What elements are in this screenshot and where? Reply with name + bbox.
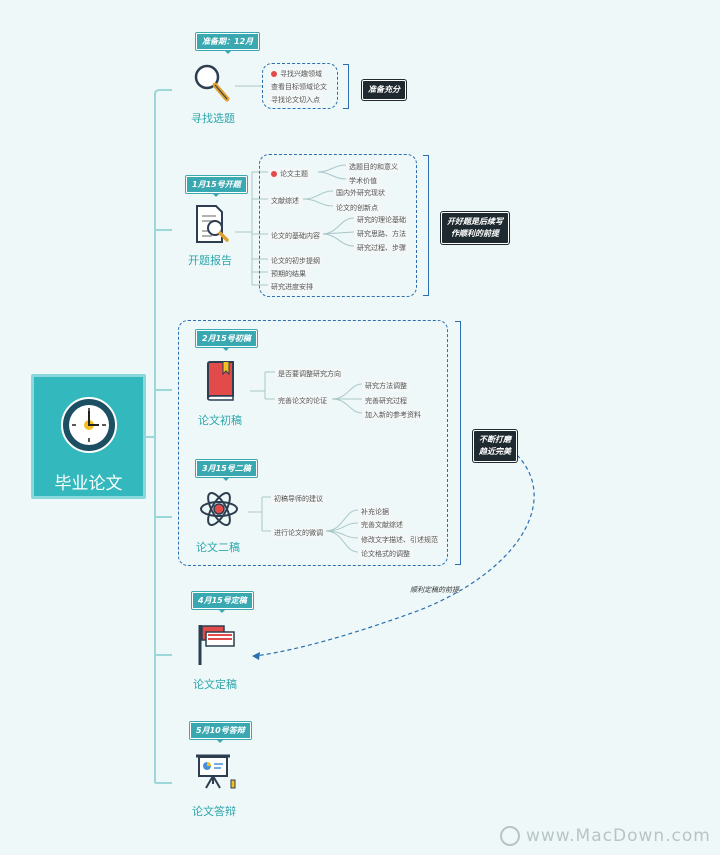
draft1-adjust[interactable]: 是否要调整研究方向 [275, 368, 344, 380]
stage-tag-draft1: 2月15号初稿 [196, 330, 257, 351]
proposal-review-status[interactable]: 国内外研究现状 [333, 187, 388, 199]
draft1-references[interactable]: 加入新的参考资料 [362, 409, 424, 421]
draft1-improve[interactable]: 完善论文的论证 [275, 395, 330, 407]
drafts-group-frame [178, 320, 448, 566]
draft2-advice[interactable]: 初稿导师的建议 [271, 493, 326, 505]
draft1-method[interactable]: 研究方法调整 [362, 380, 410, 392]
draft2-wording[interactable]: 修改文字描述、引述规范 [358, 534, 441, 546]
draft2-evidence[interactable]: 补充论据 [358, 506, 392, 518]
drafts-bracket [455, 321, 461, 565]
proposal-review-innovation[interactable]: 论文的创新点 [333, 202, 381, 214]
stage-name-draft1[interactable]: 论文初稿 [198, 414, 242, 427]
proposal-basic-method[interactable]: 研究思路、方法 [354, 228, 409, 240]
central-title: 毕业论文 [54, 474, 123, 494]
draft1-process[interactable]: 完善研究过程 [362, 395, 410, 407]
presentation-board-icon [194, 752, 238, 798]
stage-name-defense[interactable]: 论文答辩 [192, 805, 236, 818]
document-icon [194, 204, 230, 248]
atom-icon [198, 488, 240, 534]
proposal-schedule[interactable]: 研究进度安排 [268, 281, 316, 293]
book-icon [205, 360, 237, 406]
proposal-outline[interactable]: 论文的初步提纲 [268, 255, 323, 267]
topic-group-frame [262, 63, 338, 109]
draft2-review[interactable]: 完善文献综述 [358, 519, 406, 531]
proposal-review[interactable]: 文献综述 [268, 195, 302, 207]
proposal-basic-steps[interactable]: 研究过程、步骤 [354, 242, 409, 254]
clock-icon [61, 397, 117, 453]
stage-tag-draft2: 3月15号二稿 [196, 460, 257, 481]
macdown-logo-icon [500, 826, 520, 846]
topic-item-papers[interactable]: 查看目标领域论文 [268, 81, 330, 93]
stage-tag-final: 4月15号定稿 [192, 592, 253, 613]
central-topic[interactable]: 毕业论文 [31, 374, 146, 499]
proposal-group-frame [259, 154, 417, 297]
stage-name-proposal[interactable]: 开题报告 [188, 254, 232, 267]
stage-tag-defense: 5月10号答辩 [190, 722, 251, 743]
topic-bracket [343, 64, 349, 109]
stage-name-topic[interactable]: 寻找选题 [191, 112, 235, 125]
note-polish[interactable]: 不断打磨 趋近完美 [473, 430, 517, 462]
proposal-basic[interactable]: 论文的基础内容 [268, 230, 323, 242]
proposal-expected[interactable]: 预期的结果 [268, 268, 309, 280]
minus-icon[interactable] [271, 71, 277, 77]
watermark: www.MacDown.com [500, 826, 711, 846]
draft2-format[interactable]: 论文格式的调整 [358, 548, 413, 560]
stage-tag-prep: 准备期：12月 [196, 33, 260, 54]
topic-item-interest[interactable]: 寻找兴趣领域 [268, 68, 325, 80]
final-caption: 顺利定稿的前提 [410, 586, 459, 594]
stage-name-final[interactable]: 论文定稿 [193, 678, 237, 691]
proposal-theme-value[interactable]: 学术价值 [346, 175, 380, 187]
stage-name-draft2[interactable]: 论文二稿 [196, 541, 240, 554]
note-prepared[interactable]: 准备充分 [362, 80, 406, 100]
draft2-fine[interactable]: 进行论文的微调 [271, 527, 326, 539]
proposal-basic-theory[interactable]: 研究的理论基础 [354, 214, 409, 226]
stage-tag-proposal: 1月15号开题 [186, 176, 247, 197]
note-proposal[interactable]: 开好题是后续写 作顺利的前提 [441, 212, 509, 244]
proposal-theme[interactable]: 论文主题 [268, 168, 311, 180]
flag-icon [196, 622, 238, 670]
minus-icon[interactable] [271, 171, 277, 177]
topic-item-entry[interactable]: 寻找论文切入点 [268, 94, 323, 106]
proposal-bracket [423, 155, 429, 296]
proposal-theme-purpose[interactable]: 选题目的和意义 [346, 161, 401, 173]
magnifier-icon [193, 63, 231, 107]
